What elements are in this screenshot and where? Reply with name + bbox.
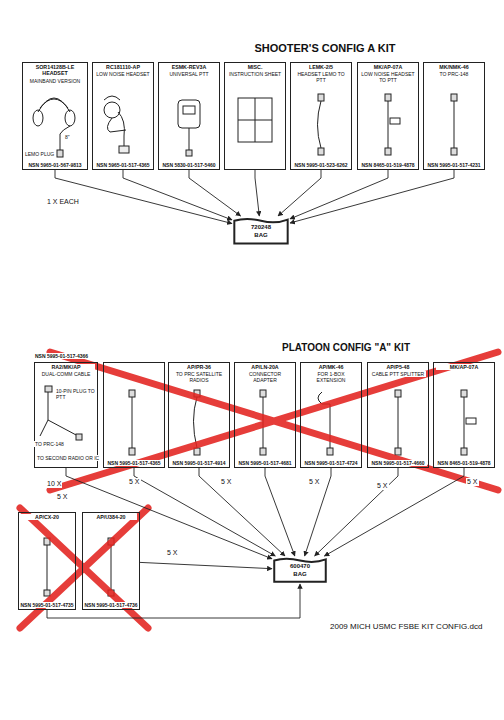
arrow-connector — [255, 170, 259, 216]
bag-outline — [272, 556, 328, 584]
arrow-connector — [123, 170, 232, 220]
stock-number: NSN 5995-01-517-4735 — [20, 602, 74, 608]
item-card: RC181110-APLOW NOISE HEADSET NSN 5965-01-… — [92, 62, 154, 170]
item-card: MISC.INSTRUCTION SHEET — [224, 62, 286, 170]
arrow-connector — [189, 170, 241, 216]
item-card: AP/P5-48CABLE PTT SPLITTER NSN 5995-01-51… — [367, 362, 429, 468]
item-card: MK/AP-07A NSN 8465-01-519-4878 — [433, 362, 495, 468]
stock-number: NSN 5830-01-517-5460 — [160, 162, 218, 168]
part-description: CONNECTOR ADAPTER — [237, 371, 293, 383]
arrow-connector — [199, 468, 285, 556]
part-number: 720248 BAG — [245, 224, 277, 238]
part-number: SOR14128B-LE HEADSET — [25, 64, 85, 77]
part-number: 600470 BAG — [284, 563, 316, 577]
part-description: HEADSET LEMO TO PTT — [293, 71, 349, 83]
callout-label: 8" — [64, 134, 71, 140]
quantity-label: 5 X — [166, 549, 179, 557]
arrow-connector — [265, 468, 295, 556]
stock-number: NSN 5995-01-517-4724 — [302, 460, 360, 466]
item-card: AP/MK-46FOR 1-BOX EXTENSION NSN 5995-01-5… — [300, 362, 362, 468]
stock-number: NSN 8465-01-519-4878 — [435, 460, 493, 466]
arrow-connector — [66, 468, 272, 559]
item-card: NSN 5995-01-517-4365 — [103, 362, 165, 468]
arrow-connector — [324, 468, 464, 556]
item-card: MK/AP-07ALOW NOISE HEADSET TO PTT NSN 846… — [357, 62, 419, 170]
part-number: AP/CX-20 — [21, 514, 73, 520]
arrow-connector — [140, 562, 272, 568]
quantity-label: 5 X — [128, 478, 141, 486]
stock-number: NSN 5995-01-517-4681 — [236, 460, 294, 466]
bag-outline — [232, 216, 290, 246]
item-card: MK/NMK-46TO PRC-148NSN 5995-01-517-4231 — [423, 62, 485, 170]
callout-label: TO PRC-148 — [34, 441, 65, 447]
quantity-label: 5 X — [376, 482, 389, 490]
part-number: MISC. — [227, 64, 283, 70]
kit-title: SHOOTER'S CONFIG A KIT — [160, 42, 490, 54]
part-number: MK/AP-07A — [436, 364, 492, 370]
file-caption: 2009 MICH USMC FSBE KIT CONFIG.dcd — [330, 622, 482, 631]
stock-number: NSN 8465-01-519-4878 — [359, 162, 417, 168]
quantity-label: 5 X — [308, 478, 321, 486]
part-number: RC181110-AP — [95, 64, 151, 70]
callout-label: LEMO PLUG — [24, 151, 55, 157]
stock-number: NSN 5995-01-517-4365 — [105, 460, 163, 466]
part-description: MAINBAND VERSION — [25, 78, 85, 84]
item-card: RA2/MK/APDUAL-COMM CABLE — [34, 362, 98, 468]
part-number: AP/LN-20A — [237, 364, 293, 370]
bag-tag: 720248 BAG — [232, 216, 290, 246]
arrow-connector — [55, 170, 232, 224]
stock-number: NSN 5965-01-517-4365 — [94, 162, 152, 168]
part-description: TO PRC SATELLITE RADIOS — [171, 371, 227, 383]
item-card: AP/PR-36TO PRC SATELLITE RADIOS NSN 5995-… — [168, 362, 230, 468]
part-number: AP/PR-36 — [171, 364, 227, 370]
quantity-label: 5 X — [56, 493, 69, 501]
stock-number: NSN 5995-01-517-4231 — [425, 162, 483, 168]
part-number: AP/P5-48 — [370, 364, 426, 370]
arrow-connector — [290, 170, 454, 223]
arrow-connector — [315, 468, 398, 556]
item-card: AP/CX-20NSN 5995-01-517-4735 — [18, 512, 76, 610]
part-number: MK/NMK-46 — [426, 64, 482, 70]
part-number: ESMK-REV3A — [161, 64, 217, 70]
arrow-connector — [290, 170, 388, 219]
part-number: AP/U384-20 — [85, 514, 137, 520]
part-description: DUAL-COMM CABLE — [37, 371, 95, 377]
part-description: CABLE PTT SPLITTER — [370, 371, 426, 377]
stock-number: NSN 5995-01-517-4736 — [84, 602, 138, 608]
stock-number: NSN 5995-01-523-6262 — [292, 162, 350, 168]
part-description: LOW NOISE HEADSET TO PTT — [360, 71, 416, 83]
callout-label: 10-PIN PLUG TO PTT — [55, 388, 97, 400]
callout-label: 1 X EACH — [46, 198, 80, 206]
part-description: TO PRC-148 — [426, 71, 482, 77]
stock-number: NSN 5995-01-517-4914 — [170, 460, 228, 466]
bag-tag: 600470 BAG — [272, 556, 328, 584]
part-number: LEMK-2/5 — [293, 64, 349, 70]
part-number: RA2/MK/AP — [37, 364, 95, 370]
stock-number: NSN 5965-01-567-9813 — [24, 162, 86, 168]
quantity-label: 5 X — [466, 478, 479, 486]
arrow-connector — [305, 468, 331, 556]
item-card: AP/U384-20NSN 5995-01-517-4736 — [82, 512, 140, 610]
item-card: LEMK-2/5HEADSET LEMO TO PTT NSN 5995-01-5… — [290, 62, 352, 170]
quantity-label: 5 X — [220, 478, 233, 486]
part-description: LOW NOISE HEADSET — [95, 71, 151, 77]
part-number: AP/MK-46 — [303, 364, 359, 370]
item-card: ESMK-REV3AUNIVERSAL PTT NSN 5830-01-517-5… — [158, 62, 220, 170]
callout-label: NSN 5995-01-517-4366 — [34, 353, 89, 359]
arrow-connector — [47, 584, 300, 618]
part-description: FOR 1-BOX EXTENSION — [303, 371, 359, 383]
stock-number: NSN 5995-01-517-4660 — [369, 460, 427, 466]
item-card: AP/LN-20ACONNECTOR ADAPTER NSN 5995-01-51… — [234, 362, 296, 468]
section-title: PLATOON CONFIG "A" KIT — [190, 342, 502, 354]
part-description: UNIVERSAL PTT — [161, 71, 217, 77]
part-number: MK/AP-07A — [360, 64, 416, 70]
callout-label: TO SECOND RADIO OR IC — [36, 455, 100, 461]
quantity-label: 10 X — [46, 480, 62, 488]
part-description: INSTRUCTION SHEET — [227, 71, 283, 77]
